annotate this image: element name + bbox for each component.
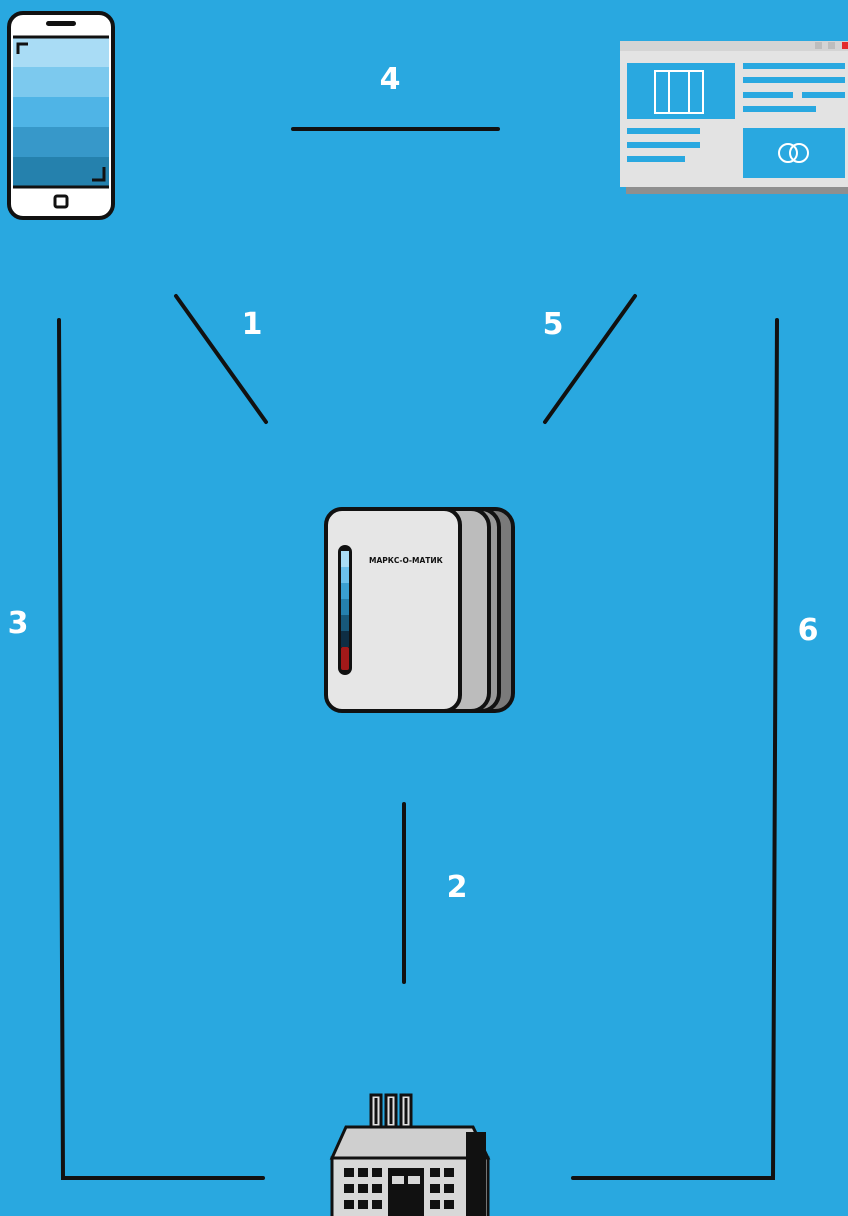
- browser-window-icon: [618, 39, 848, 195]
- edge-label-3: 3: [8, 609, 29, 639]
- edge-line-3: [59, 320, 263, 1178]
- terminal-device-icon: МАРКС-О-МАТИК: [322, 505, 518, 717]
- smartphone-node: [6, 10, 116, 222]
- factory-icon: [326, 1092, 494, 1216]
- edge-label-5: 5: [543, 310, 564, 340]
- smartphone-icon: [6, 10, 116, 222]
- edge-label-2: 2: [447, 873, 468, 903]
- edge-label-4: 4: [380, 65, 401, 95]
- edge-label-1: 1: [242, 310, 263, 340]
- device-brand-label: МАРКС-О-МАТИК: [369, 556, 444, 565]
- device-node: МАРКС-О-МАТИК: [322, 505, 518, 717]
- edge-label-6: 6: [798, 616, 819, 646]
- browser-node: [618, 39, 848, 195]
- edge-line-6: [573, 320, 777, 1178]
- factory-node: [326, 1092, 494, 1216]
